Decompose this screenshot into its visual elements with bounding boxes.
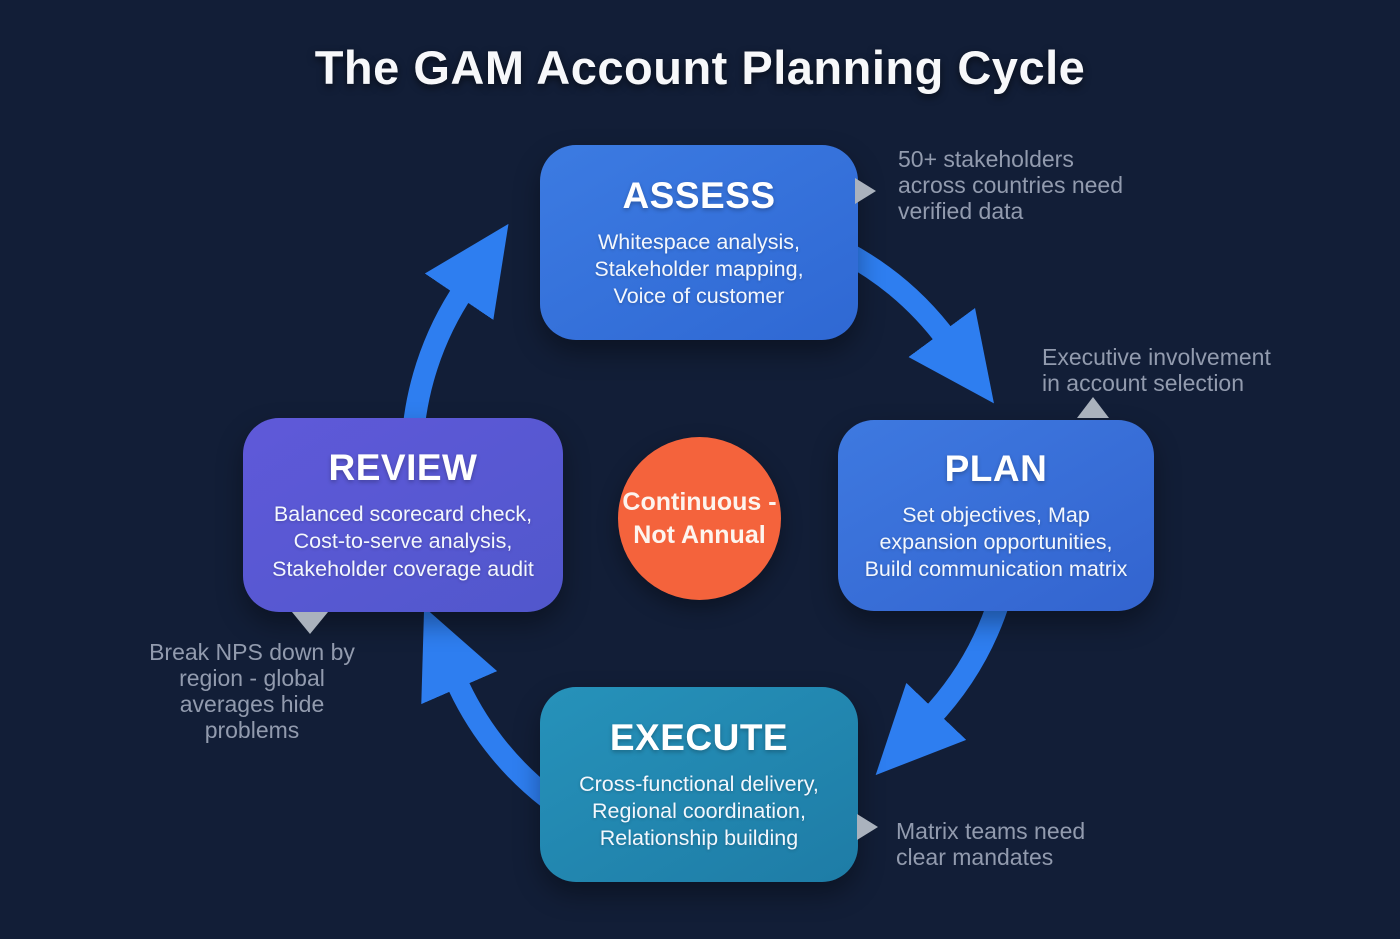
arrow-execute-to-review [421,606,555,807]
stage-execute-description: Cross-functional delivery, Regional coor… [579,771,819,851]
stage-assess-description: Whitespace analysis, Stakeholder mapping… [594,229,804,309]
stage-plan-card: PLAN Set objectives, Map expansion oppor… [838,420,1154,611]
note-execute: Matrix teams need clear mandates [896,818,1086,870]
stage-assess-title: ASSESS [622,174,776,216]
stage-plan-title: PLAN [944,447,1048,489]
pointer-triangle-review-icon [292,612,328,634]
note-plan: Executive involvement in account selecti… [1042,344,1271,396]
center-badge-label: Continuous - Not Annual [622,488,777,549]
page-title: The GAM Account Planning Cycle [314,41,1086,94]
center-badge: Continuous - Not Annual [618,437,781,600]
pointer-triangle-plan-icon [1077,397,1109,418]
pointer-triangle-assess-icon [855,178,876,204]
stage-execute-title: EXECUTE [609,716,789,758]
stage-review-description: Balanced scorecard check, Cost-to-serve … [272,502,534,581]
pointer-triangle-execute-icon [857,814,878,840]
stage-review-title: REVIEW [328,447,478,489]
arrow-plan-to-execute [875,594,1011,776]
stage-review-card: REVIEW Balanced scorecard check, Cost-to… [243,418,563,612]
arrow-assess-to-plan [839,242,994,404]
note-review: Break NPS down by region - global averag… [149,639,355,743]
stage-plan-description: Set objectives, Map expansion opportunit… [864,502,1128,582]
note-assess: 50+ stakeholders across countries need v… [898,146,1124,224]
stage-assess-card: ASSESS Whitespace analysis, Stakeholder … [540,145,858,340]
stage-execute-card: EXECUTE Cross-functional delivery, Regio… [540,687,858,882]
